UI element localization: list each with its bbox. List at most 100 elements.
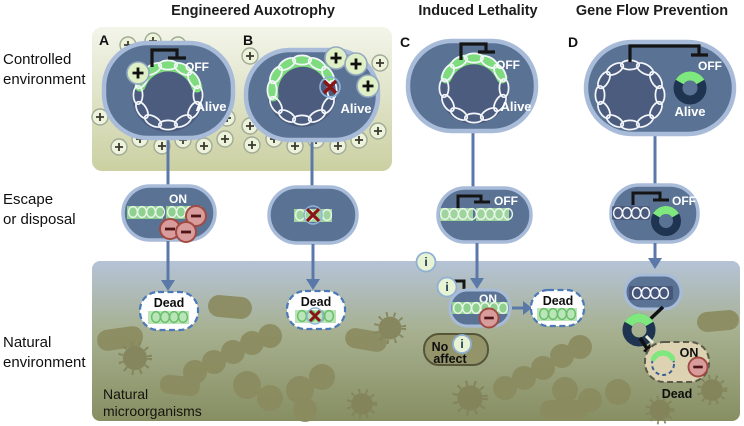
plus-icon [371,54,389,72]
microbe-blob [493,376,517,400]
arrow-c-head [470,278,484,289]
dead-label: Dead [154,296,185,310]
inducer-circle [436,276,458,298]
panel-d-natural: ON Dead [625,273,710,401]
row-label-escape-line1: Escape [3,191,53,208]
microbe-blob [552,377,578,403]
gene-state-label: OFF [698,59,722,73]
microbe-blob [240,331,264,355]
plus-icon [323,45,349,71]
row-label-natural-line2: environment [3,354,86,371]
panel-letter-b: B [243,32,253,48]
connector-lines [166,130,657,188]
microbe-blob [345,328,387,352]
microbe-blob [257,385,283,411]
x-highlight-circle [303,205,323,225]
gene-state-label: OFF [672,194,696,208]
inducer-letter: i [445,280,448,294]
natural-microbes-label-line1: Natural [103,386,148,402]
gene-state-label: ON [169,192,187,206]
repressor-symbol [150,48,179,67]
repressor-symbol [459,42,488,60]
x-highlight-circle [306,307,324,325]
escape-cell-c: OFF [436,186,533,244]
row-label-natural-line1: Natural [3,334,51,351]
arrow-d-head [648,258,662,269]
dead-label: Dead [543,294,574,308]
microbe-blob [578,388,602,412]
cell-status-label: Alive [195,99,226,114]
microbe-blob [605,379,631,405]
plus-icon [195,137,213,155]
microbe-blob [286,376,314,404]
plus-icon [241,47,259,65]
microbe-field [97,295,739,422]
plus-icon [110,138,128,156]
dead-label: Dead [662,387,693,401]
inducer-icon: i [452,334,472,354]
microbe-blob [697,310,739,332]
plus-icon-bound [125,60,151,86]
minus-toxin-icon [174,220,198,244]
microbe-blob [208,295,252,319]
row-label-controlled-line2: environment [3,71,86,88]
dead-cell-a: Dead [138,290,200,332]
inducer-letter: i [424,255,427,269]
microbe-blob [540,400,588,420]
escape-cell-a: ON [121,184,217,244]
cell-d-controlled: OFF Alive [583,39,737,137]
microbe-blob [183,360,207,384]
plasmid-break-slash [644,334,655,345]
header-gene-flow-prevention: Gene Flow Prevention [576,3,728,19]
microbe-blob [202,350,226,374]
x-mark [308,309,322,323]
repressor-symbol [456,194,483,209]
plus-icon [343,51,369,77]
minus-toxin-icon [478,307,500,329]
toxin-gene-arc [440,53,508,84]
microbe-blob [531,356,555,380]
panel-letter-d: D [568,34,578,50]
inducer-circle [415,251,437,273]
panel-letter-a: A [99,32,109,48]
natural-microbes-label-line2: microorganisms [103,403,202,419]
gene-state-label: OFF [185,60,209,74]
plus-icon [369,122,387,140]
microbe-blob [512,366,536,390]
arrow-b-head [306,279,320,290]
plus-icon [243,136,261,154]
inducer-letter: i [460,337,463,351]
escape-cell-b [267,185,359,245]
microbe-blob [309,364,335,390]
arrow-a-head [161,280,175,291]
microbe-blob [233,371,261,399]
dead-cell-b: Dead [285,289,347,331]
cell-status-label: Alive [500,99,531,114]
cell-status-label: Alive [674,104,705,119]
toxin-gene-arc [650,350,676,362]
repressor-symbol [631,191,662,205]
gene-state-label: ON [680,346,699,360]
cell-b-controlled: Alive [243,45,381,143]
dead-label: Dead [301,295,332,309]
x-mark [322,79,338,95]
mutation-x-icon [319,76,341,98]
cell-a-controlled: OFF Alive [101,40,236,141]
microbe-blob [568,335,592,359]
inducer-circle [452,334,472,354]
gene-state-label: OFF [494,194,518,208]
header-induced-lethality: Induced Lethality [418,3,537,19]
plus-icon [216,130,234,148]
plus-icon [355,73,381,99]
inducer-icon: i [436,276,458,298]
microbe-blob [258,324,282,348]
no-affect-line1: No [432,340,449,354]
minus-toxin-icon [687,356,709,378]
panel-c-natural: i i ON Dead No affect i [415,251,586,366]
escape-cell-d: OFF [609,183,700,244]
cell-d-cytoplasm [596,61,664,129]
header-engineered-auxotrophy: Engineered Auxotrophy [171,3,335,19]
x-mark [305,207,321,223]
